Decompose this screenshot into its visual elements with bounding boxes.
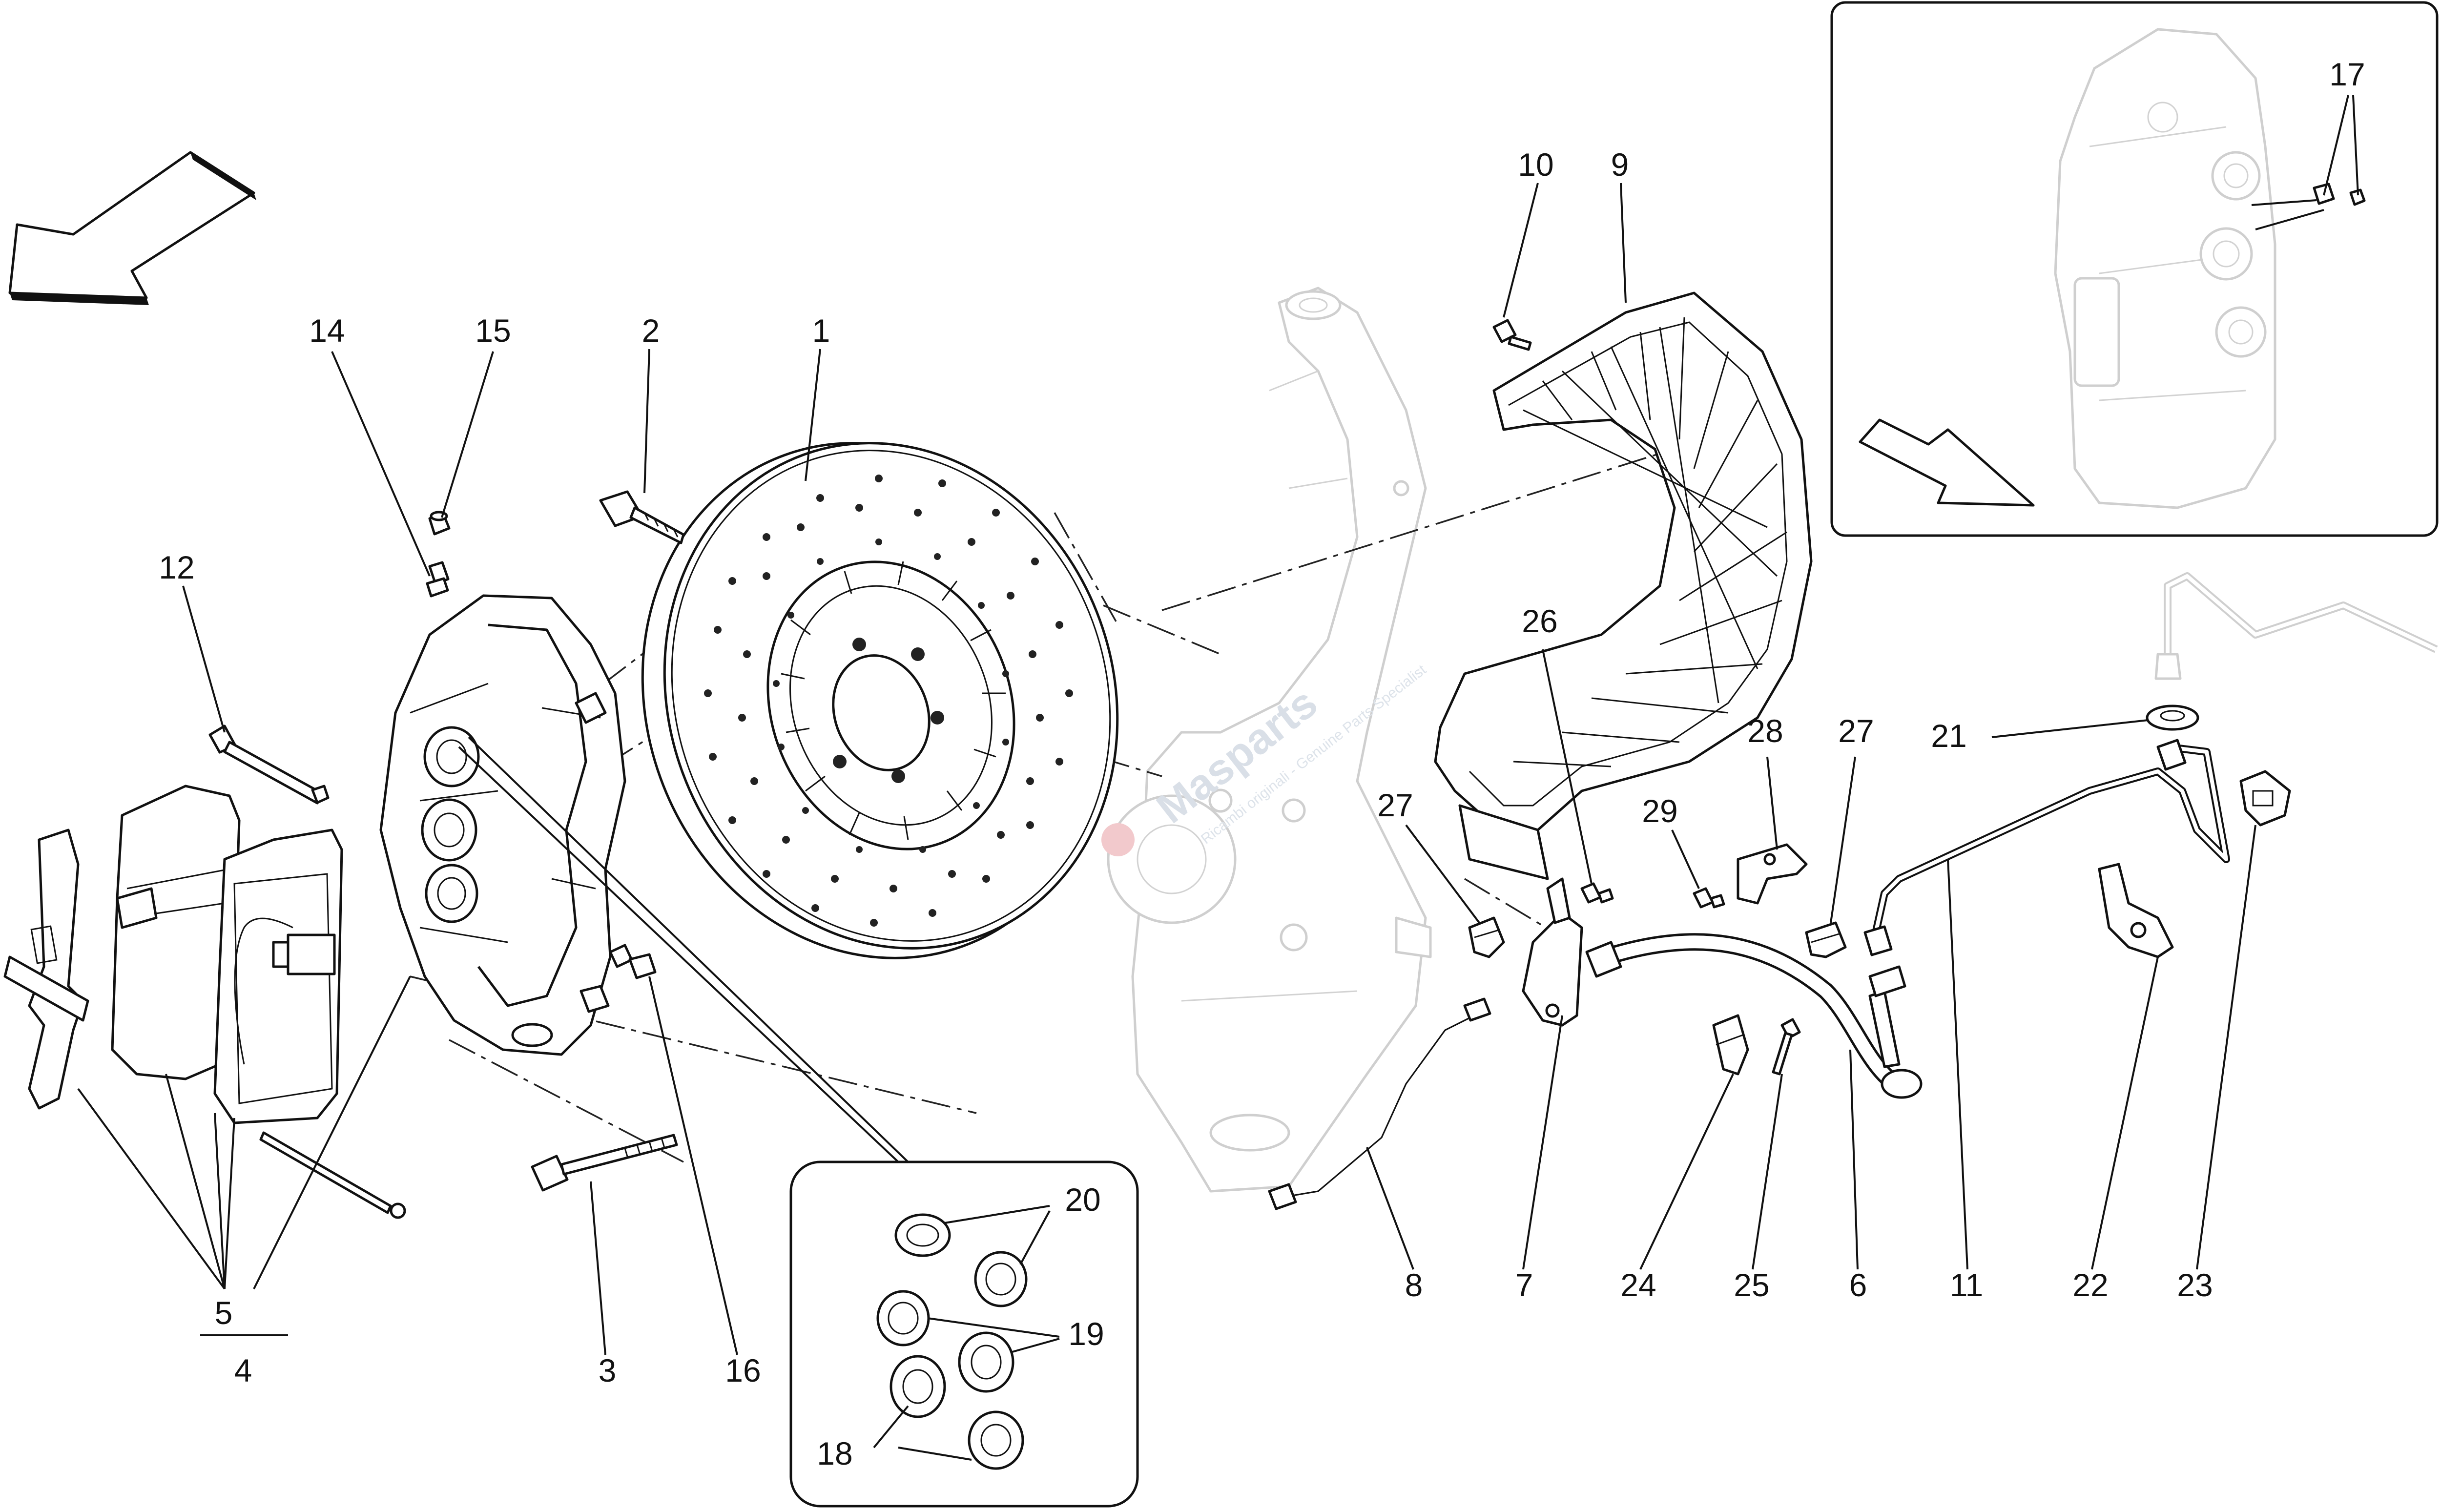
screw-25 xyxy=(1772,1018,1801,1076)
callout-1: 1 xyxy=(812,312,830,349)
leader-8 xyxy=(1366,1147,1414,1270)
leader-24 xyxy=(1639,1074,1734,1270)
callout-5: 5 xyxy=(215,1295,233,1331)
callout-14: 14 xyxy=(309,312,345,349)
callout-9: 9 xyxy=(1611,146,1629,183)
steering-knuckle-ghost xyxy=(1107,287,1432,1193)
screw-10 xyxy=(1492,319,1532,351)
callout-7: 7 xyxy=(1515,1267,1533,1303)
callout-20: 20 xyxy=(1065,1181,1100,1218)
bleed-valve-15 xyxy=(428,511,451,536)
leader-3 xyxy=(590,1181,606,1355)
leader-14 xyxy=(331,351,431,577)
brake-disc xyxy=(641,442,1119,959)
clip-27-left xyxy=(1468,916,1505,958)
leader-11 xyxy=(1947,859,1968,1270)
leader-10 xyxy=(1503,183,1539,318)
wear-sensor-22 xyxy=(2098,863,2174,958)
callout-25: 25 xyxy=(1734,1267,1769,1303)
callout-12: 12 xyxy=(159,549,194,585)
leader-2 xyxy=(643,349,650,494)
callout-22: 22 xyxy=(2072,1267,2108,1303)
callout-15: 15 xyxy=(475,312,511,349)
guide-pin-lower xyxy=(259,1131,406,1219)
seal-kit-detail xyxy=(458,736,1139,1508)
leader-22 xyxy=(2091,956,2159,1270)
brake-caliper xyxy=(379,594,626,1056)
callout-10: 10 xyxy=(1518,146,1553,183)
leader-28 xyxy=(1766,756,1778,850)
leader-23 xyxy=(2196,825,2256,1270)
callout-29: 29 xyxy=(1642,793,1677,829)
leader-29 xyxy=(1671,829,1700,889)
clamp-24 xyxy=(1712,1014,1749,1076)
callout-21: 21 xyxy=(1931,718,1966,754)
direction-arrow-icon xyxy=(8,151,256,305)
leader-15 xyxy=(441,351,494,518)
dust-shield xyxy=(1434,291,1813,880)
leader-7 xyxy=(1522,1015,1563,1270)
bleed-screw-14 xyxy=(426,561,450,598)
bolt-2 xyxy=(599,490,685,544)
leader-27-left xyxy=(1405,824,1480,924)
grommet-21 xyxy=(2146,704,2199,731)
bracket-28 xyxy=(1737,843,1808,905)
bracket-7 xyxy=(1522,877,1583,1027)
callout-17: 17 xyxy=(2329,56,2365,92)
callout-2: 2 xyxy=(642,312,660,349)
bolt-3 xyxy=(531,1134,678,1192)
guide-pin-12 xyxy=(208,725,330,805)
screw-26 xyxy=(1580,882,1614,904)
callout-27-left: 27 xyxy=(1377,787,1413,823)
leader-26 xyxy=(1542,649,1593,884)
caliper-detail-inset xyxy=(1830,1,2439,537)
brake-pad-inner xyxy=(213,828,343,1124)
brake-line-8 xyxy=(1268,997,1491,1210)
leader-6 xyxy=(1849,1049,1859,1270)
leader-25 xyxy=(1752,1074,1783,1270)
callout-27-right: 27 xyxy=(1838,713,1874,749)
callout-23: 23 xyxy=(2177,1267,2213,1303)
leader-12 xyxy=(182,585,226,733)
leader-16 xyxy=(648,976,738,1355)
brake-pipe-ghost xyxy=(2154,572,2438,680)
leaders-5 xyxy=(77,976,411,1336)
leader-21 xyxy=(1991,719,2149,738)
brake-pipe-11 xyxy=(1863,739,2230,956)
callout-6: 6 xyxy=(1849,1267,1867,1303)
callout-11: 11 xyxy=(1950,1267,1984,1303)
leader-1 xyxy=(805,349,821,481)
leader-9 xyxy=(1620,183,1627,303)
connector-23 xyxy=(2239,770,2291,827)
brake-pad-spring xyxy=(3,828,89,1110)
callout-3: 3 xyxy=(599,1352,617,1388)
callout-28: 28 xyxy=(1747,713,1783,749)
screw-16 xyxy=(609,944,657,979)
leader-27-right xyxy=(1830,756,1856,923)
callout-4: 4 xyxy=(234,1352,252,1388)
clip-27-right xyxy=(1805,921,1847,958)
callout-24: 24 xyxy=(1620,1267,1656,1303)
callout-8: 8 xyxy=(1405,1267,1423,1303)
callout-26: 26 xyxy=(1522,603,1557,639)
screw-29 xyxy=(1693,887,1725,909)
callout-19: 19 xyxy=(1068,1316,1104,1352)
callout-16: 16 xyxy=(725,1352,761,1388)
brake-hose-6 xyxy=(1585,933,1923,1099)
callout-18: 18 xyxy=(817,1435,852,1471)
